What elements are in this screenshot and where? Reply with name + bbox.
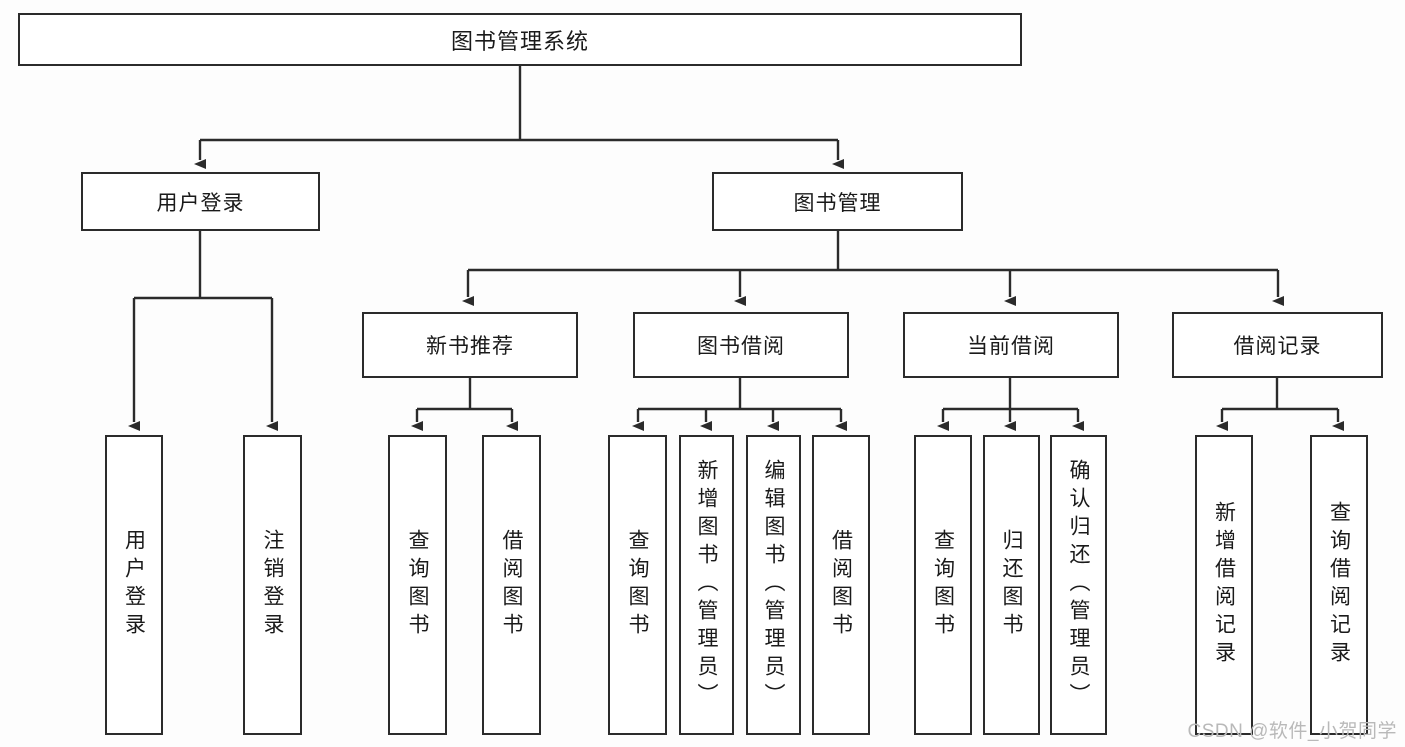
node-leaf-query-book-1[interactable]: 查询图书 (388, 435, 447, 735)
node-leaf-query-book-2-label: 查询图书 (626, 529, 649, 641)
node-leaf-query-book-3-label: 查询图书 (931, 529, 955, 641)
node-root[interactable]: 图书管理系统 (18, 13, 1022, 66)
node-book-borrow[interactable]: 图书借阅 (633, 312, 849, 378)
node-leaf-query-record[interactable]: 查询借阅记录 (1310, 435, 1368, 735)
node-leaf-query-book-3[interactable]: 查询图书 (914, 435, 972, 735)
node-leaf-return-book-label: 归还图书 (1000, 529, 1023, 641)
node-leaf-user-logout[interactable]: 注销登录 (243, 435, 302, 735)
node-new-book-recommend-label: 新书推荐 (426, 335, 514, 358)
node-leaf-edit-book[interactable]: 编辑图书（管理员） (746, 435, 801, 735)
node-leaf-borrow-book-2-label: 借阅图书 (829, 529, 853, 641)
node-leaf-confirm-return[interactable]: 确认归还（管理员） (1050, 435, 1107, 735)
node-leaf-user-login[interactable]: 用户登录 (105, 435, 163, 735)
node-leaf-query-book-2[interactable]: 查询图书 (608, 435, 667, 735)
node-book-borrow-label: 图书借阅 (697, 335, 785, 358)
node-root-label: 图书管理系统 (450, 28, 589, 54)
node-book-manage-label: 图书管理 (793, 191, 882, 215)
node-leaf-query-record-label: 查询借阅记录 (1327, 501, 1351, 669)
node-book-manage[interactable]: 图书管理 (712, 172, 963, 231)
node-leaf-add-record-label: 新增借阅记录 (1212, 501, 1236, 669)
node-current-borrow-label: 当前借阅 (967, 335, 1055, 358)
node-new-book-recommend[interactable]: 新书推荐 (362, 312, 578, 378)
node-leaf-confirm-return-label: 确认归还（管理员） (1067, 459, 1090, 711)
node-leaf-borrow-book-1-label: 借阅图书 (500, 529, 523, 641)
node-borrow-record-label: 借阅记录 (1233, 335, 1322, 358)
node-leaf-user-logout-label: 注销登录 (261, 529, 284, 641)
node-leaf-return-book[interactable]: 归还图书 (983, 435, 1040, 735)
node-leaf-add-record[interactable]: 新增借阅记录 (1195, 435, 1253, 735)
watermark: CSDN @软件_小贺同学 (1187, 721, 1397, 742)
node-user-login[interactable]: 用户登录 (81, 172, 320, 231)
node-leaf-borrow-book-1[interactable]: 借阅图书 (482, 435, 541, 735)
node-leaf-add-book[interactable]: 新增图书（管理员） (679, 435, 734, 735)
node-borrow-record[interactable]: 借阅记录 (1172, 312, 1383, 378)
node-leaf-query-book-1-label: 查询图书 (406, 529, 429, 641)
node-current-borrow[interactable]: 当前借阅 (903, 312, 1119, 378)
node-user-login-label: 用户登录 (156, 191, 245, 215)
node-leaf-add-book-label: 新增图书（管理员） (695, 459, 718, 711)
node-leaf-edit-book-label: 编辑图书（管理员） (762, 459, 785, 711)
node-leaf-user-login-label: 用户登录 (122, 529, 146, 641)
node-leaf-borrow-book-2[interactable]: 借阅图书 (812, 435, 870, 735)
